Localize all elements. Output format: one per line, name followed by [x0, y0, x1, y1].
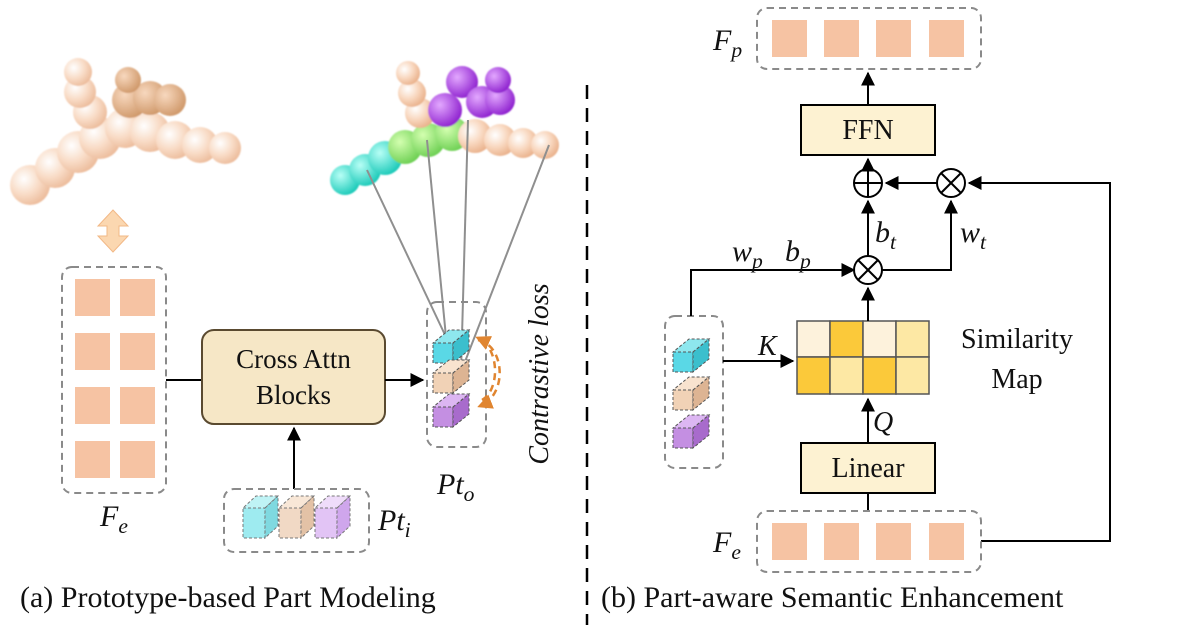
fe-label-b: Fe	[713, 526, 741, 564]
q-label: Q	[873, 407, 894, 438]
cross-attn-block	[201, 329, 386, 425]
caption-a: (a) Prototype-based Part Modeling	[20, 581, 436, 614]
k-label: K	[758, 331, 777, 362]
cross-attn-label-line1: Cross Attn	[236, 344, 351, 374]
add-operator	[853, 168, 883, 198]
fe-feature-box-a	[61, 266, 167, 494]
fp-feature-cells	[772, 20, 964, 57]
similarity-label-line2: Map	[991, 364, 1043, 395]
ffn-label: FFN	[842, 115, 894, 146]
prototype-token-box-b	[664, 315, 724, 469]
pti-label: Pti	[378, 504, 411, 542]
pti-tokens	[241, 494, 352, 540]
pti-box	[223, 488, 370, 553]
input-point-cloud	[10, 58, 241, 205]
linear-label: Linear	[831, 453, 905, 484]
fp-feature-box	[756, 7, 982, 70]
fe-feature-cells-b	[772, 523, 964, 560]
contrastive-loss-arrows	[475, 336, 501, 409]
caption-b: (b) Part-aware Semantic Enhancement	[601, 581, 1064, 614]
pto-tokens	[431, 328, 471, 429]
fe-label-a: Fe	[100, 500, 128, 538]
pto-label: Pto	[437, 468, 475, 506]
fe-feature-box-b	[756, 510, 982, 573]
multiply-operator-top	[936, 168, 966, 198]
contrastive-loss-label: Contrastive loss	[524, 283, 555, 465]
cross-attn-label-line2: Blocks	[255, 380, 331, 410]
wt-label: wt	[960, 216, 987, 254]
fe-feature-cells-a	[75, 279, 155, 478]
pto-box	[426, 301, 487, 448]
wp-label: wp	[732, 235, 763, 273]
correspondence-arrow	[96, 209, 130, 253]
prototype-tokens-b	[671, 337, 711, 450]
multiply-operator-mid	[853, 255, 883, 285]
similarity-map-grid	[796, 320, 930, 395]
similarity-label-line1: Similarity	[961, 324, 1073, 355]
bp-label: bp	[785, 235, 811, 273]
fp-label: Fp	[713, 24, 743, 62]
bt-label: bt	[875, 216, 896, 254]
segmented-point-cloud	[330, 61, 559, 195]
